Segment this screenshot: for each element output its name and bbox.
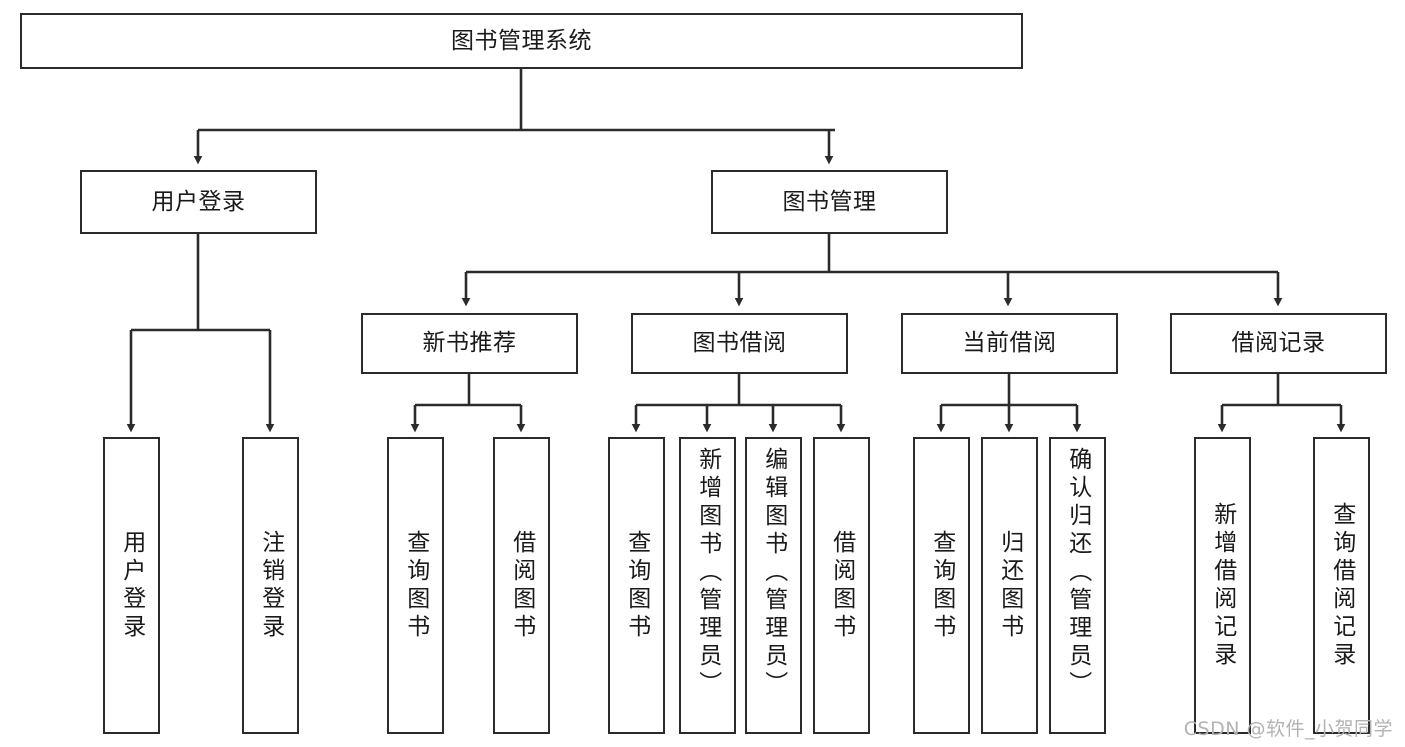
node-label: 图书管理系统 bbox=[451, 27, 592, 54]
node-label: 图书借阅 bbox=[692, 330, 787, 357]
node-book-borrow[interactable]: 图书借阅 bbox=[631, 313, 848, 374]
leaf-query-borrow-record[interactable]: 查询借阅记录 bbox=[1313, 437, 1370, 734]
node-user-login[interactable]: 用户登录 bbox=[80, 170, 317, 234]
node-label: 图书管理 bbox=[782, 188, 877, 215]
node-label: 查询借阅记录 bbox=[1328, 501, 1355, 670]
leaf-return-book[interactable]: 归还图书 bbox=[981, 437, 1038, 734]
node-current-borrow[interactable]: 当前借阅 bbox=[901, 313, 1118, 374]
node-label: 当前借阅 bbox=[962, 330, 1057, 357]
node-label: 新增借阅记录 bbox=[1209, 501, 1236, 670]
node-new-book-recommend[interactable]: 新书推荐 bbox=[361, 313, 578, 374]
node-label: 借阅记录 bbox=[1231, 330, 1326, 357]
node-label: 编辑图书（管理员） bbox=[760, 447, 787, 699]
node-label: 用户登录 bbox=[151, 188, 246, 215]
node-label: 归还图书 bbox=[996, 529, 1023, 642]
node-label: 确认归还（管理员） bbox=[1064, 447, 1091, 699]
node-label: 注销登录 bbox=[257, 529, 284, 642]
leaf-borrow-book-recommend[interactable]: 借阅图书 bbox=[493, 437, 550, 734]
leaf-query-book-borrow[interactable]: 查询图书 bbox=[608, 437, 665, 734]
node-label: 查询图书 bbox=[928, 529, 955, 642]
leaf-user-login[interactable]: 用户登录 bbox=[103, 437, 160, 734]
node-book-management[interactable]: 图书管理 bbox=[711, 170, 948, 234]
leaf-user-logout[interactable]: 注销登录 bbox=[242, 437, 299, 734]
leaf-add-borrow-record[interactable]: 新增借阅记录 bbox=[1194, 437, 1251, 734]
node-label: 查询图书 bbox=[623, 529, 650, 642]
node-label: 新书推荐 bbox=[422, 330, 517, 357]
node-label: 新增图书（管理员） bbox=[694, 447, 721, 699]
leaf-query-book-recommend[interactable]: 查询图书 bbox=[387, 437, 444, 734]
node-borrow-record[interactable]: 借阅记录 bbox=[1170, 313, 1387, 374]
node-label: 用户登录 bbox=[118, 529, 145, 642]
node-label: 借阅图书 bbox=[508, 529, 535, 642]
leaf-edit-book-admin[interactable]: 编辑图书（管理员） bbox=[745, 437, 802, 734]
node-root-book-management-system[interactable]: 图书管理系统 bbox=[20, 13, 1023, 69]
watermark-text: CSDN @软件_小贺同学 bbox=[1183, 718, 1393, 740]
node-label: 借阅图书 bbox=[828, 529, 855, 642]
leaf-confirm-return-admin[interactable]: 确认归还（管理员） bbox=[1049, 437, 1106, 734]
leaf-add-book-admin[interactable]: 新增图书（管理员） bbox=[679, 437, 736, 734]
node-label: 查询图书 bbox=[402, 529, 429, 642]
leaf-borrow-book[interactable]: 借阅图书 bbox=[813, 437, 870, 734]
leaf-query-book-current[interactable]: 查询图书 bbox=[913, 437, 970, 734]
